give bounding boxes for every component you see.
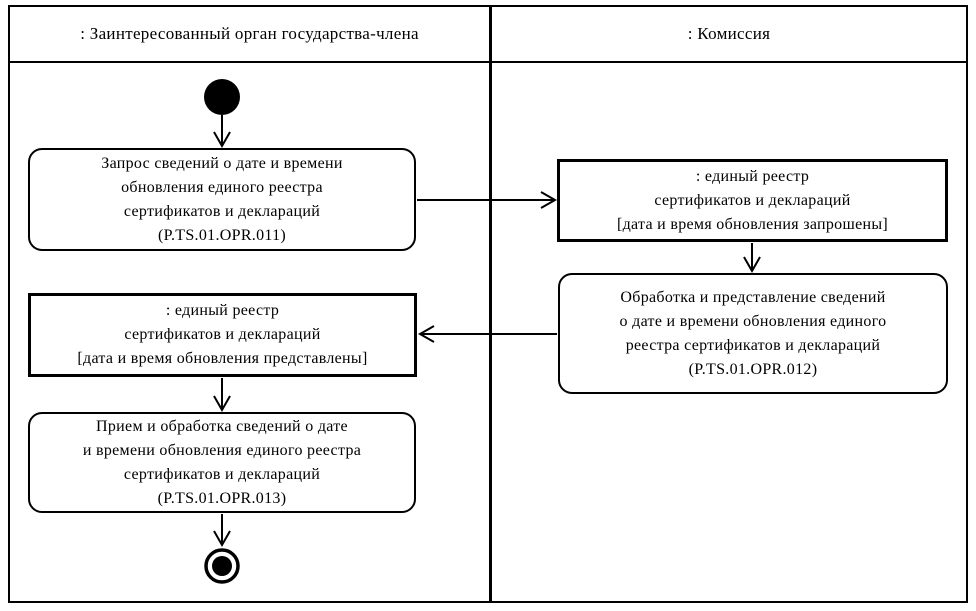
swimlane-header-separator [8, 61, 968, 63]
activity-node-request-info: Запрос сведений о дате и времени обновле… [28, 148, 416, 251]
swimlane-divider [489, 5, 492, 603]
swimlane-header-commission: : Комиссия [687, 24, 771, 43]
activity-node-receive-and-process: Прием и обработка сведений о дате и врем… [28, 412, 416, 513]
object-node-registry-requested: : единый реестр сертификатов и деклараци… [557, 159, 948, 242]
activity-node-process-and-provide: Обработка и представление сведений о дат… [558, 273, 948, 394]
object-node-registry-provided: : единый реестр сертификатов и деклараци… [28, 293, 417, 377]
swimlane-header-member-state: : Заинтересованный орган государства-чле… [80, 24, 419, 43]
swimlane-frame [8, 5, 968, 603]
